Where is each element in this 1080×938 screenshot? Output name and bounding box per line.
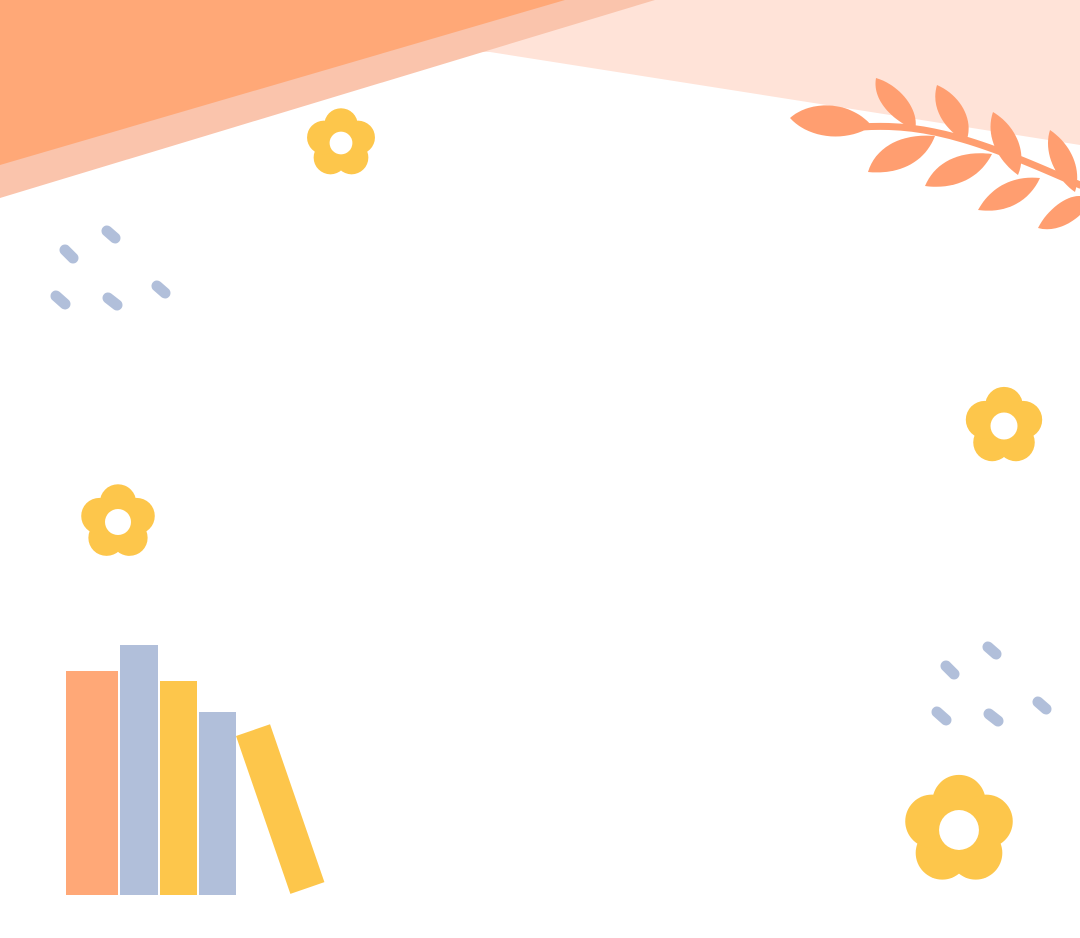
flower-icon-left: [81, 484, 155, 556]
book-yellow: [160, 681, 197, 895]
book-orange: [66, 671, 118, 895]
dash-cluster: [50, 225, 1052, 727]
dash-cluster-bottom-right: [931, 641, 1052, 727]
book-leaning: [235, 724, 325, 894]
orange-band: [0, 0, 565, 165]
dash-cluster-top-left: [50, 225, 171, 311]
book-stack: [66, 645, 325, 895]
book-blue-short: [199, 712, 236, 895]
leaf-branch-icon: [790, 78, 1080, 230]
corner-band: [0, 0, 1080, 198]
flower-icon-top: [307, 108, 375, 175]
flower-icon-bottom-right: [905, 774, 1013, 880]
book-blue-tall: [120, 645, 158, 895]
flower-icon-right: [965, 386, 1043, 462]
flower-icon: [81, 108, 1043, 880]
